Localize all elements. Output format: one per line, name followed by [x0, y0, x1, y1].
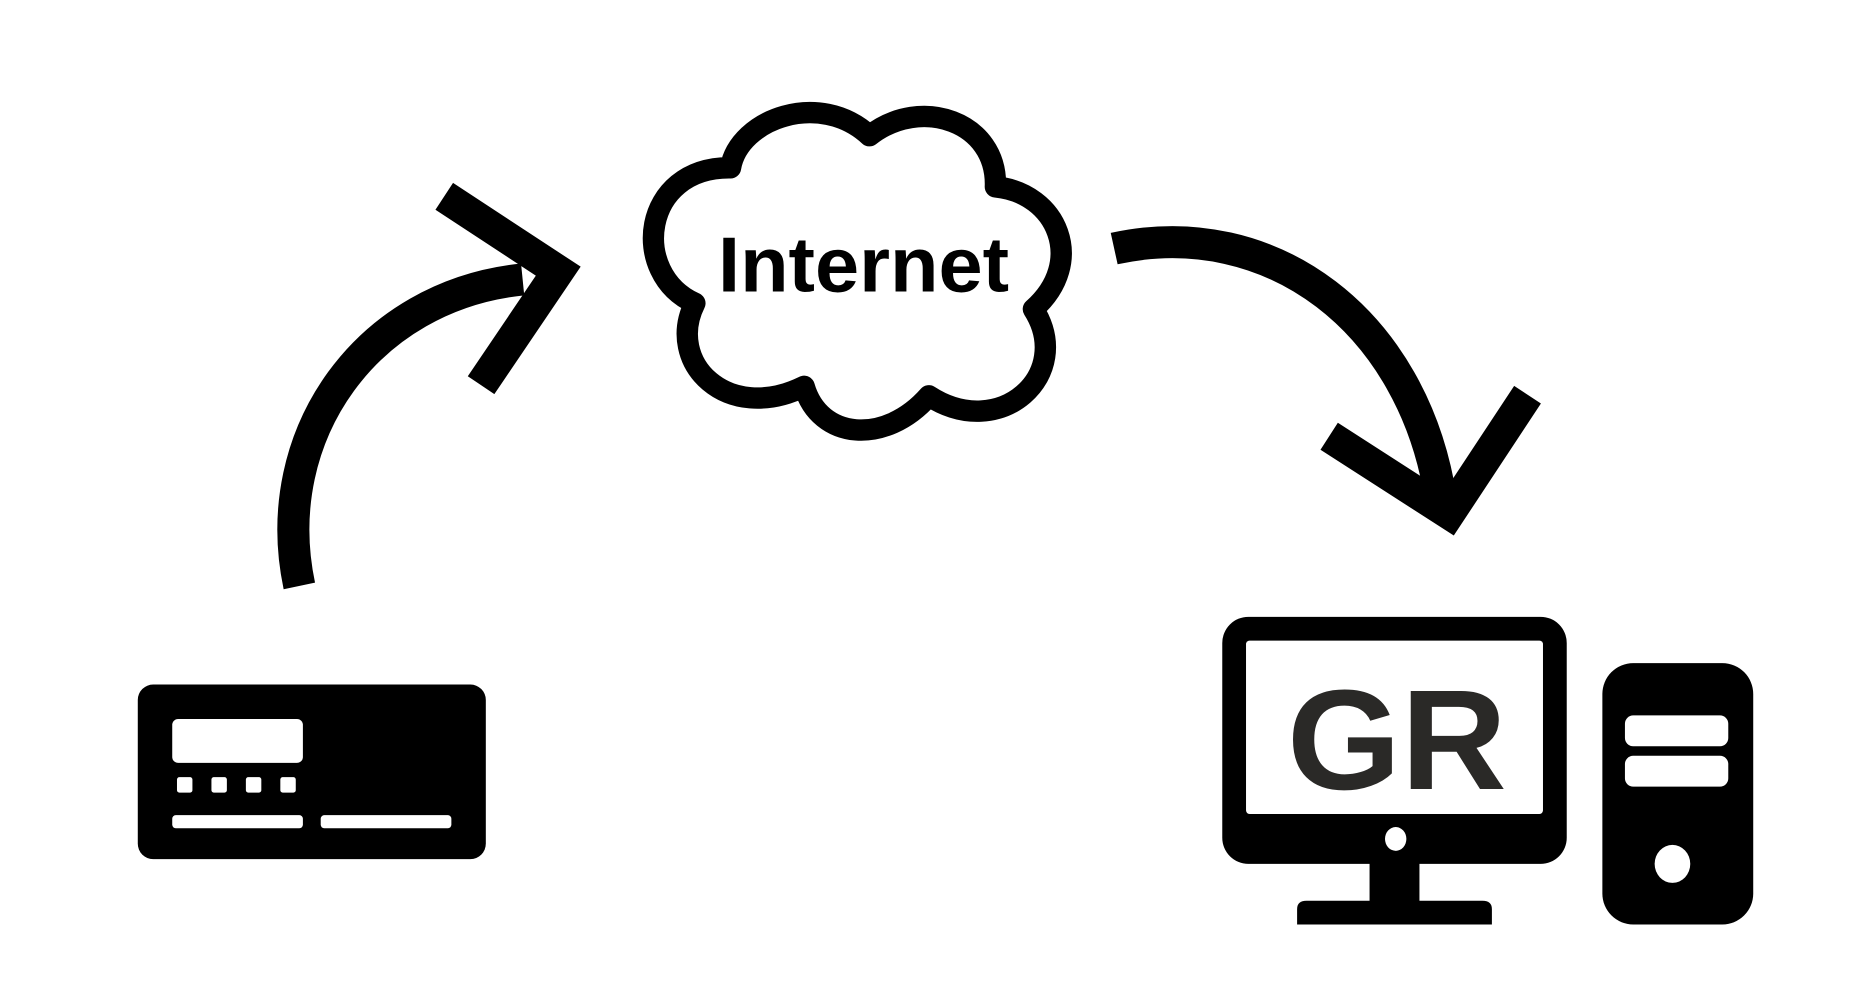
- monitor-icon: GR: [1222, 616, 1567, 925]
- cloud-label: Internet: [718, 220, 1009, 308]
- gr-logo: GR: [1287, 661, 1507, 820]
- arrow-up-to-internet-icon: [277, 182, 581, 590]
- arrow-down-to-computer-icon: [1110, 226, 1541, 536]
- computer-tower-icon: [1602, 663, 1754, 925]
- card-terminal-icon: [137, 684, 486, 860]
- monitor-logo-text: GR: [1287, 661, 1507, 820]
- internet-cloud-icon: Internet: [642, 101, 1072, 441]
